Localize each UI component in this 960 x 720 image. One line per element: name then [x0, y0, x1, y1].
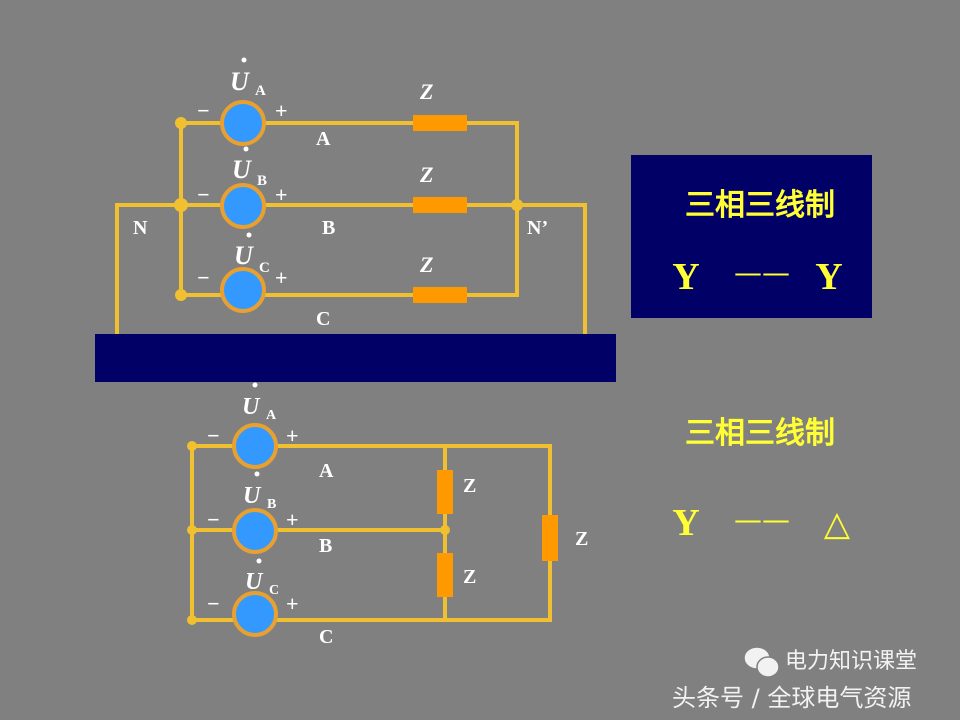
source-label-a: U: [242, 394, 261, 420]
node: [511, 199, 523, 211]
top-caption-title: 三相三线制: [685, 188, 835, 223]
source-c: [232, 591, 278, 637]
line-label-c: C: [316, 308, 330, 330]
watermark-line2: 头条号 / 全球电气资源: [672, 684, 911, 712]
impedance-label: Z: [419, 252, 433, 277]
bottom-caption-right: △: [824, 504, 851, 544]
top-caption-dash: ——: [734, 256, 790, 289]
node: [174, 198, 188, 212]
wire: [115, 203, 587, 335]
resistor-ab: [437, 470, 453, 514]
impedance-label: Z: [419, 79, 433, 104]
source-label-c: U: [234, 241, 254, 270]
watermark-line1: 电力知识课堂: [785, 649, 917, 674]
divider-bar: [95, 334, 616, 382]
phasor-dot: [254, 471, 260, 477]
phasor-dot: [256, 558, 262, 564]
impedance-label: Z: [463, 475, 476, 497]
source-sub-a: A: [266, 408, 277, 423]
resistor-c: [413, 287, 467, 303]
phasor-dot: [241, 57, 247, 63]
impedance-label: Z: [575, 528, 588, 550]
minus-sign: −: [197, 182, 210, 207]
resistor-a: [413, 115, 467, 131]
line-label-b: B: [322, 217, 335, 239]
plus-sign: +: [286, 591, 299, 616]
node: [175, 117, 187, 129]
node: [187, 441, 197, 451]
top-resistors: [413, 115, 467, 303]
source-sub-c: C: [269, 583, 279, 598]
node: [187, 615, 197, 625]
bottom-caption-dash: ——: [734, 503, 790, 536]
plus-sign: +: [275, 98, 288, 123]
source-sub-b: B: [257, 173, 267, 189]
bottom-caption-left: Y: [672, 502, 699, 544]
plus-sign: +: [286, 423, 299, 448]
phasor-dot: [252, 382, 258, 388]
line-label-a: A: [319, 460, 334, 482]
line-label-c: C: [319, 626, 333, 648]
wechat-icon: [743, 646, 780, 678]
line-label-a: A: [316, 128, 331, 150]
plus-sign: +: [275, 182, 288, 207]
source-b: [232, 508, 278, 554]
source-label-b: U: [243, 483, 262, 509]
line-label-b: B: [319, 535, 332, 557]
neutral-source-label: N: [133, 217, 148, 239]
minus-sign: −: [207, 507, 220, 532]
source-label-c: U: [245, 569, 264, 595]
minus-sign: −: [197, 265, 210, 290]
node: [175, 289, 187, 301]
top-sources: [220, 100, 266, 313]
bottom-caption-title: 三相三线制: [685, 416, 835, 451]
source-sub-c: C: [259, 260, 270, 276]
source-a: [232, 423, 278, 469]
impedance-label: Z: [463, 566, 476, 588]
source-label-b: U: [232, 155, 252, 184]
caption-panel: [631, 155, 872, 318]
minus-sign: −: [207, 423, 220, 448]
top-caption-left: Y: [672, 256, 699, 298]
source-sub-b: B: [267, 497, 276, 512]
resistor-b: [413, 197, 467, 213]
source-label-a: U: [230, 67, 250, 96]
source-c: [220, 267, 266, 313]
wire: [190, 444, 552, 622]
source-sub-a: A: [255, 83, 266, 99]
source-a: [220, 100, 266, 146]
phasor-dot: [243, 146, 249, 152]
impedance-label: Z: [419, 162, 433, 187]
wire: [179, 121, 519, 297]
plus-sign: +: [286, 507, 299, 532]
node: [187, 525, 197, 535]
resistor-ca: [542, 515, 558, 561]
top-nodes: [174, 117, 523, 301]
phasor-dot: [246, 232, 252, 238]
resistor-bc: [437, 553, 453, 597]
minus-sign: −: [197, 98, 210, 123]
minus-sign: −: [207, 591, 220, 616]
source-b: [220, 183, 266, 229]
node: [440, 525, 450, 535]
top-circuit: [115, 121, 587, 335]
plus-sign: +: [275, 265, 288, 290]
neutral-load-label: N’: [527, 217, 548, 239]
top-caption-right: Y: [815, 256, 842, 298]
